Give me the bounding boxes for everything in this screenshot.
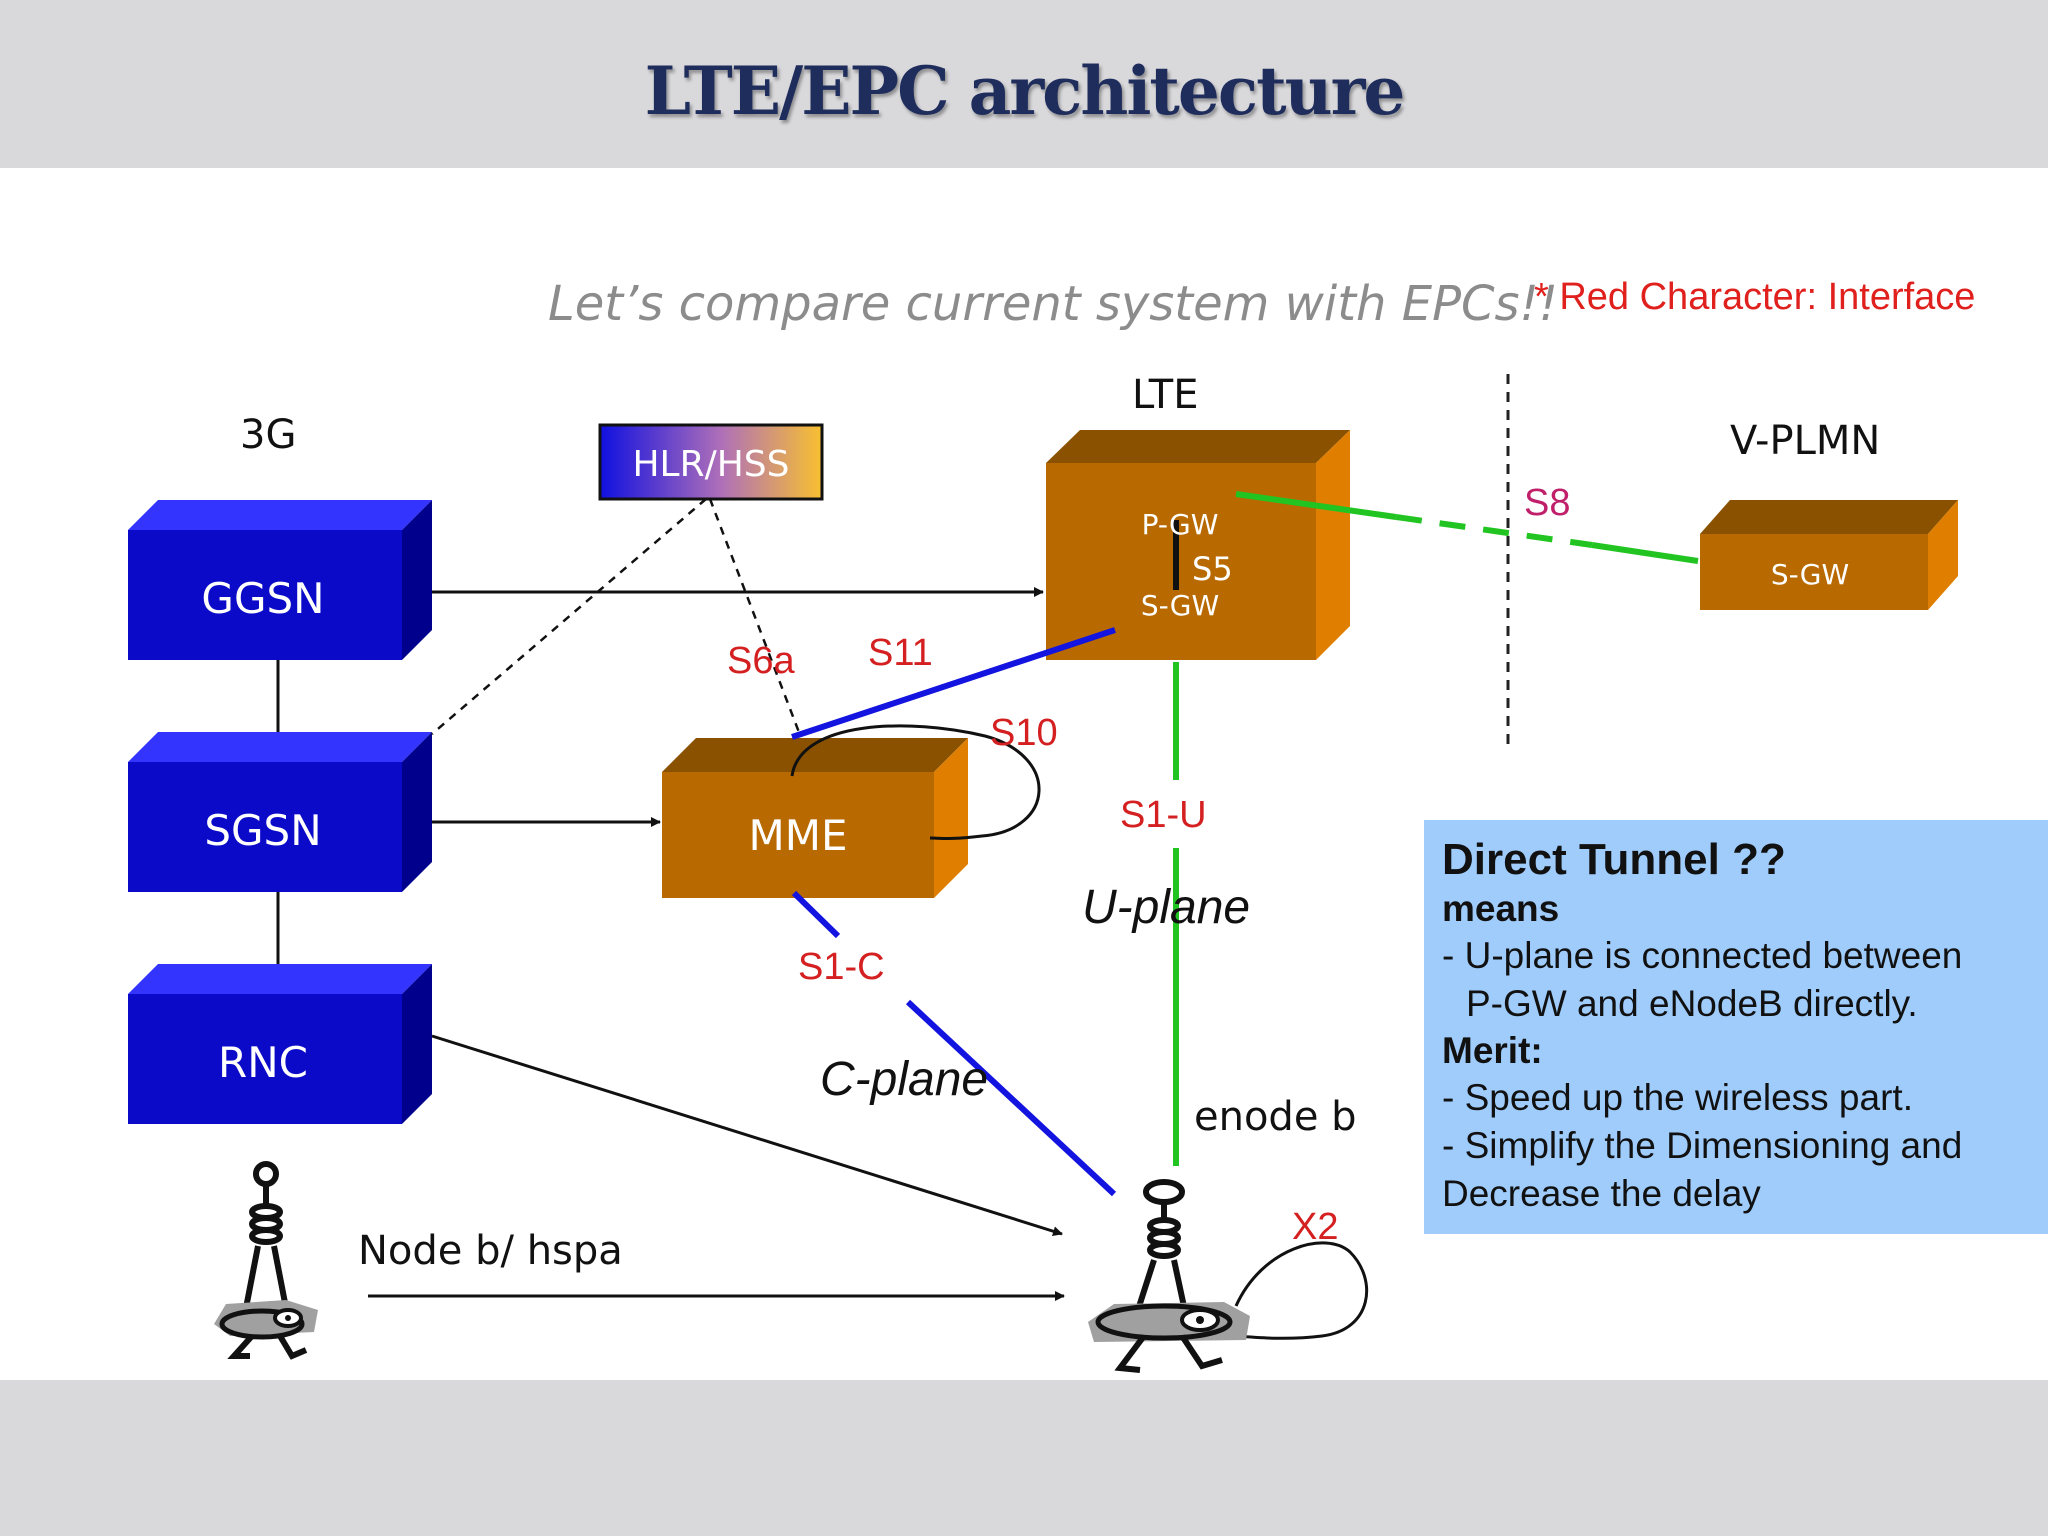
hlr-hss-box	[598, 423, 824, 501]
vplmn-sgw-label: S-GW	[1771, 558, 1849, 591]
s8-label: S8	[1524, 482, 1571, 524]
header-band	[0, 0, 2048, 168]
hlr-hss-label: HLR/HSS	[632, 444, 789, 485]
enodeb-label: enode b	[1194, 1094, 1357, 1140]
s6a-label: S6a	[727, 640, 795, 682]
s1c-label: S1-C	[798, 946, 885, 988]
enodeb-tower-icon	[1088, 1179, 1250, 1373]
tunnel-means: means	[1442, 888, 1560, 929]
s1c-link-lower	[905, 999, 1117, 1197]
s8-link-a	[1235, 491, 1397, 520]
s1u-label: S1-U	[1120, 794, 1207, 836]
section-label-3g: 3G	[240, 412, 297, 458]
s11-label: S11	[868, 632, 933, 674]
footer-band	[0, 1380, 2048, 1536]
s1c-link-upper	[791, 890, 841, 939]
pgw-sgw-box	[1046, 430, 1350, 660]
section-label-vplmn: V-PLMN	[1730, 418, 1881, 464]
direct-tunnel-callout: Direct Tunnel ?? means - U-plane is conn…	[1424, 820, 2048, 1234]
tunnel-line-5: Decrease the delay	[1442, 1173, 1761, 1214]
rnc-enodeb-arrow	[431, 1034, 1063, 1237]
vplmn-sgw-box	[1700, 500, 1958, 610]
tunnel-line-3: - Speed up the wireless part.	[1442, 1077, 1913, 1118]
pgw-label: P-GW	[1142, 508, 1219, 541]
sgsn-box	[128, 732, 432, 892]
rnc-label: RNC	[218, 1038, 308, 1087]
s6a-dashed	[708, 498, 802, 736]
nodeb-label: Node b/ hspa	[358, 1228, 623, 1274]
mme-label: MME	[748, 811, 847, 860]
x2-label: X2	[1292, 1206, 1339, 1248]
c-plane-label: C-plane	[820, 1053, 989, 1106]
s10-label: S10	[990, 712, 1058, 754]
u-plane-label: U-plane	[1082, 881, 1251, 934]
tunnel-line-1: - U-plane is connected between	[1442, 935, 1963, 976]
tunnel-line-2: P-GW and eNodeB directly.	[1466, 983, 1918, 1024]
page-title: LTE/EPC architecture	[644, 52, 1406, 130]
x2-loop	[1234, 1241, 1369, 1340]
tunnel-line-4: - Simplify the Dimensioning and	[1442, 1125, 1963, 1166]
s5-label: S5	[1192, 550, 1233, 588]
s8-link-c	[1591, 542, 1699, 564]
ggsn-box	[128, 500, 432, 660]
nodeb-tower-icon	[214, 1161, 318, 1360]
rnc-box	[128, 964, 432, 1124]
s8-link-b	[1395, 514, 1593, 548]
ggsn-label: GGSN	[201, 574, 324, 623]
tunnel-merit: Merit:	[1442, 1030, 1543, 1071]
hlr-sgsn-dashed	[431, 498, 707, 735]
s11-link	[791, 627, 1116, 740]
section-label-lte: LTE	[1132, 372, 1199, 418]
sgsn-label: SGSN	[204, 806, 321, 855]
tunnel-heading: Direct Tunnel ??	[1442, 835, 1786, 884]
subtitle: Let’s compare current system with EPCs!!	[548, 276, 1559, 332]
sgw-label: S-GW	[1141, 589, 1219, 622]
mme-box	[662, 738, 968, 898]
s10-loop	[790, 724, 1041, 840]
interface-legend-note: * Red Character: Interface	[1534, 276, 1976, 318]
